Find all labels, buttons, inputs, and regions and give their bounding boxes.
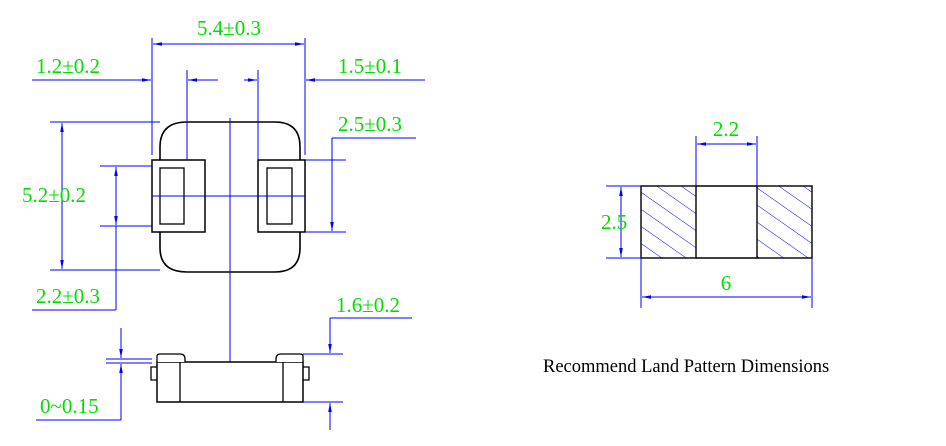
side-left-foot bbox=[150, 366, 157, 381]
dim-land-gap: 2.2 bbox=[713, 117, 739, 141]
side-right-terminal bbox=[275, 353, 304, 362]
dim-pad-height: 2.5±0.3 bbox=[338, 112, 402, 136]
dim-overall-length: 5.4±0.3 bbox=[197, 16, 261, 40]
dim-side-height: 1.6±0.2 bbox=[336, 293, 400, 317]
dim-standoff: 0~0.15 bbox=[40, 394, 99, 418]
dim-land-height: 2.5 bbox=[601, 210, 627, 234]
top-view: 5.4±0.3 1.2±0.2 1.5±0.1 2.5±0.3 5.2±0.2 … bbox=[22, 16, 425, 402]
dim-land-length: 6 bbox=[721, 271, 732, 295]
right-land-pad bbox=[756, 185, 813, 259]
dim-left-pad-width: 1.2±0.2 bbox=[36, 54, 100, 78]
side-left-terminal bbox=[156, 353, 186, 362]
side-view: 1.6±0.2 0~0.15 bbox=[36, 293, 412, 430]
left-land-pad bbox=[640, 185, 697, 259]
land-pattern-caption: Recommend Land Pattern Dimensions bbox=[543, 357, 829, 377]
dim-body-width: 5.2±0.2 bbox=[22, 183, 86, 207]
land-pattern: 2.2 2.5 6 Recommend Land Pattern Dimensi… bbox=[543, 117, 829, 377]
dim-pad-inner-height: 2.2±0.3 bbox=[36, 284, 100, 308]
side-right-foot bbox=[303, 366, 310, 381]
dim-right-pad-width: 1.5±0.1 bbox=[338, 54, 402, 78]
side-body bbox=[156, 361, 304, 403]
